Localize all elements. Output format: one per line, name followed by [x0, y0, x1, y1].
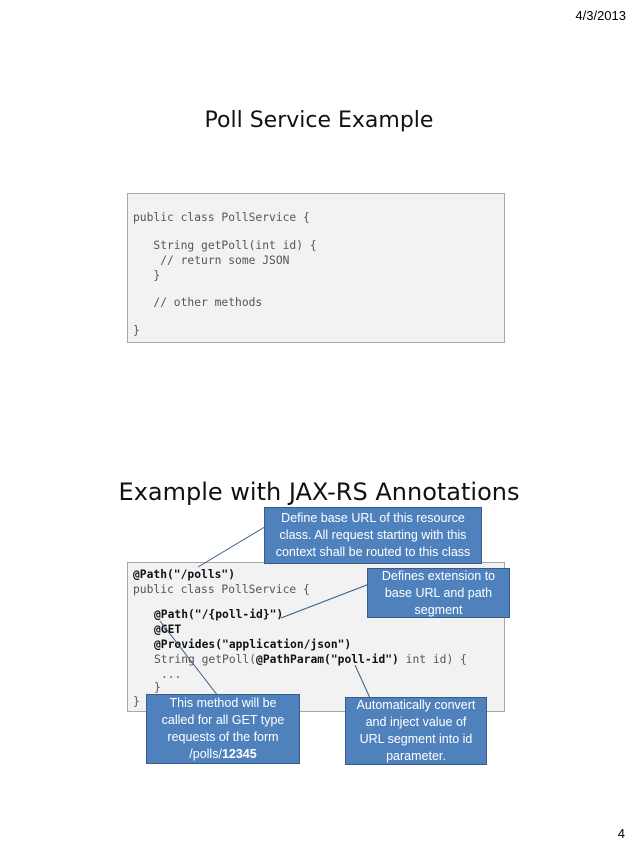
code-block-poll-service: public class PollService { String getPol… — [127, 193, 505, 343]
code-line-method-sig: String getPoll(@PathParam("poll-id") int… — [154, 653, 467, 666]
code-line-get: @GET — [154, 623, 182, 636]
code-line-ellipsis: ... — [161, 668, 182, 681]
code-sig-end: int id) { — [398, 653, 467, 666]
callout-line: /polls/12345 — [147, 746, 299, 763]
code-line-class-decl: public class PollService { — [133, 583, 310, 596]
callout-line: called for all GET type — [161, 713, 285, 727]
code-line: } — [133, 324, 140, 337]
callout-extension: Defines extension to base URL and path s… — [367, 568, 510, 618]
callout-get-method: This method will be called for all GET t… — [146, 694, 300, 764]
callout-path-id: 12345 — [221, 747, 257, 761]
callout-line: URL segment into id — [359, 732, 473, 746]
slide-title-poll-service: Poll Service Example — [204, 108, 434, 133]
code-line-method-path: @Path("/{poll-id}") — [154, 608, 284, 621]
callout-line: class. All request starting with this — [279, 528, 467, 542]
code-line-path-annotation: @Path("/polls") — [133, 568, 236, 581]
code-line: public class PollService { — [133, 211, 310, 224]
code-line: } — [133, 269, 161, 282]
page-number: 4 — [617, 826, 625, 841]
callout-line: context shall be routed to this class — [275, 545, 471, 559]
callout-path-prefix: /polls/ — [189, 747, 222, 761]
code-path-param: @PathParam("poll-id") — [256, 653, 399, 666]
callout-line: segment — [414, 602, 463, 617]
leader-line-base-url — [197, 524, 269, 568]
slide-date: 4/3/2013 — [575, 8, 626, 23]
callout-line: base URL and path — [384, 585, 493, 600]
code-line-provides: @Provides("application/json") — [154, 638, 352, 651]
callout-line: This method will be — [169, 696, 277, 710]
code-line: // other methods — [133, 296, 263, 309]
callout-line: parameter. — [386, 749, 446, 763]
callout-line: requests of the form — [167, 730, 279, 744]
callout-line: Defines extension to — [381, 568, 496, 583]
callout-line: Automatically convert — [356, 698, 476, 712]
slide-title-jaxrs: Example with JAX-RS Annotations — [118, 478, 520, 506]
code-line: // return some JSON — [133, 254, 290, 267]
callout-base-url: Define base URL of this resource class. … — [264, 507, 482, 564]
code-line-close-class: } — [133, 695, 140, 708]
callout-auto-convert: Automatically convert and inject value o… — [345, 697, 487, 765]
code-line: String getPoll(int id) { — [133, 239, 317, 252]
code-sig-start: String getPoll( — [154, 653, 257, 666]
callout-line: and inject value of — [365, 715, 467, 729]
callout-line: Define base URL of this resource — [281, 511, 465, 525]
code-line-close-method: } — [154, 681, 161, 694]
